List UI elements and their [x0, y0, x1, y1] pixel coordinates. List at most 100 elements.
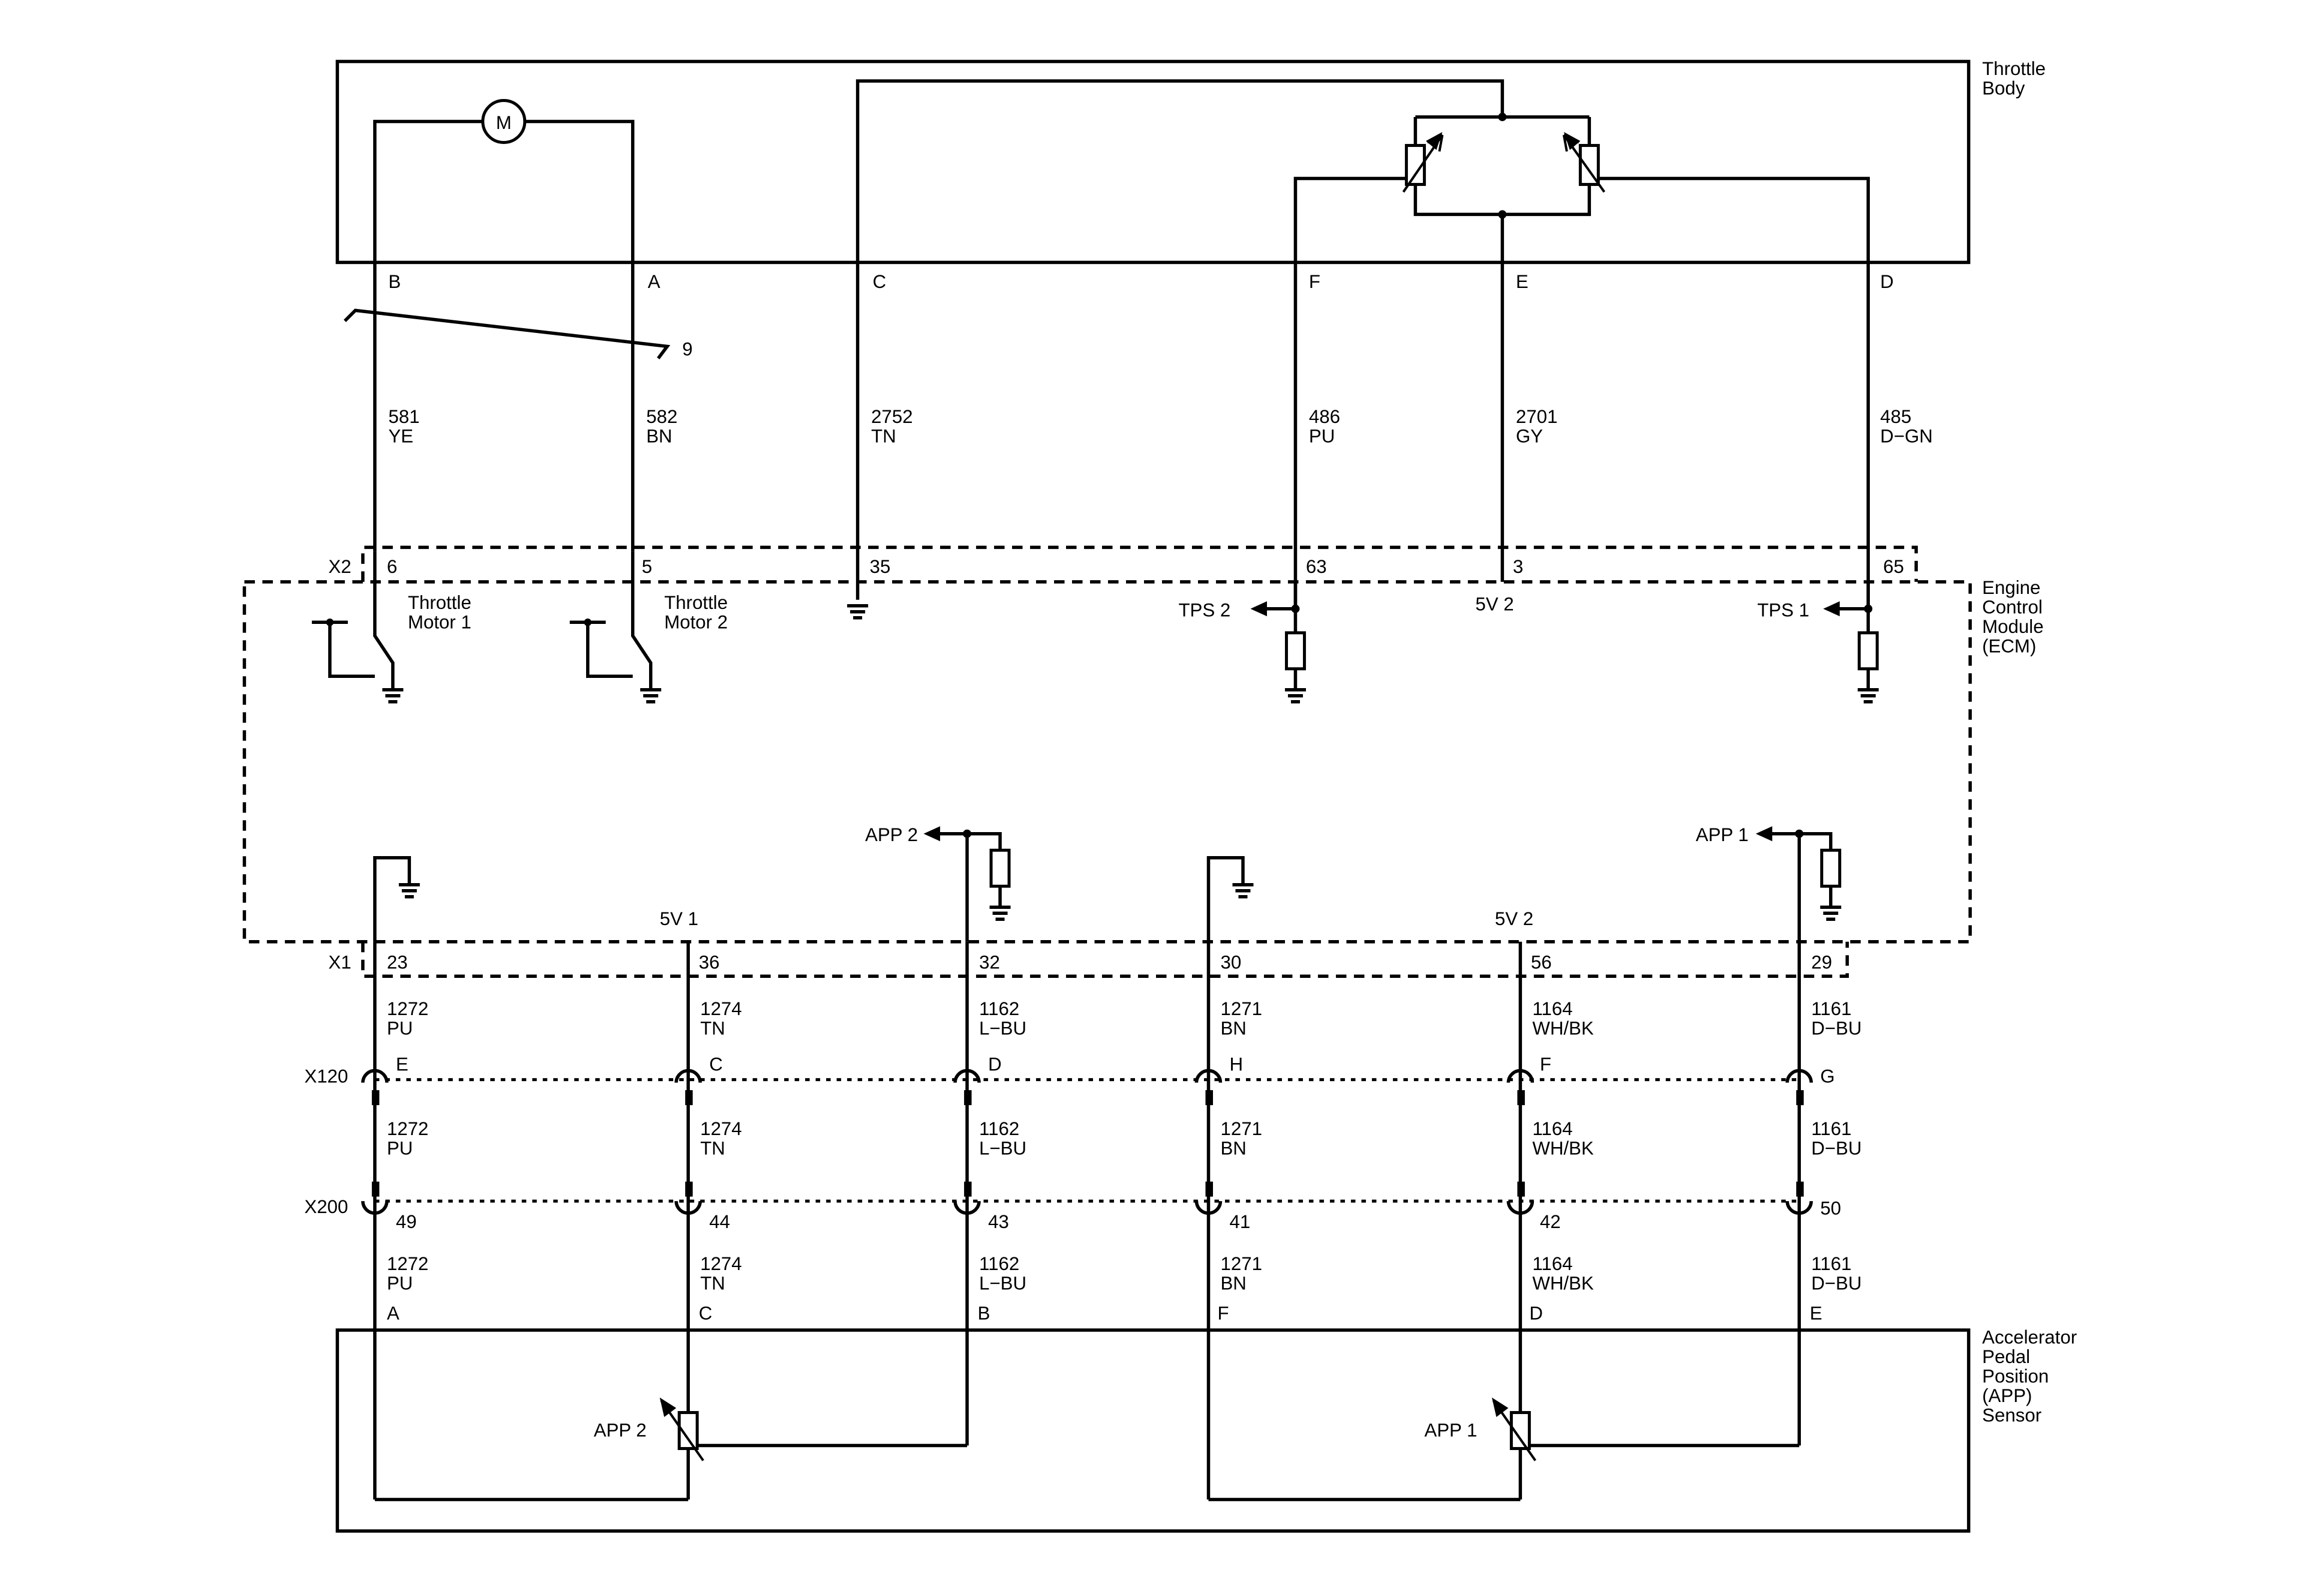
app-pin-c: C — [699, 1303, 713, 1324]
x200-pin-42: 42 — [1540, 1211, 1561, 1232]
tb-pin-d: D — [1880, 271, 1894, 292]
pin35-ground-icon — [847, 604, 869, 620]
twisted-pair-indicator — [343, 308, 671, 360]
x120-terminals — [361, 1068, 1813, 1106]
app1-ecm-label: APP 1 — [1696, 824, 1749, 845]
x2-pin-63: 63 — [1306, 556, 1327, 577]
x120-pin-h: H — [1229, 1054, 1243, 1075]
wire-1164-color-c: WH/BK — [1532, 1273, 1594, 1294]
wire-1162-circuit-c: 1162 — [979, 1253, 1019, 1274]
tps1-arrow-icon — [1823, 601, 1840, 617]
wire-1161-circuit-a: 1161 — [1811, 998, 1851, 1019]
wire-1161-color-c: D−BU — [1811, 1273, 1861, 1294]
app2-sensor-resistor — [677, 1411, 699, 1451]
wire-1162-color-a: L−BU — [979, 1018, 1026, 1039]
wire-1272-circuit-b: 1272 — [387, 1118, 428, 1139]
tb-pin-c: C — [873, 271, 887, 292]
app2-junction — [963, 829, 972, 838]
tps2-pulldown-resistor — [1284, 631, 1306, 671]
x200-pin-41: 41 — [1229, 1211, 1250, 1232]
app1-sensor-wiring — [1208, 1443, 1800, 1502]
x2-pin-35: 35 — [870, 556, 891, 577]
x120-pin-d: D — [988, 1054, 1002, 1075]
x120-pin-e: E — [396, 1054, 409, 1075]
wire-1272-color-c: PU — [387, 1273, 413, 1294]
wire-2752-color: TN — [871, 425, 896, 446]
motor2-ground-icon — [640, 688, 662, 704]
app1-sensor-label: APP 1 — [1424, 1420, 1477, 1441]
throttle-motor-label: M — [496, 112, 512, 133]
tps2-arrow-icon — [1250, 601, 1267, 617]
wire-486-circuit: 486 — [1309, 406, 1340, 427]
app2-input-circuit — [935, 831, 1002, 942]
wire-1271-circuit-b: 1271 — [1220, 1118, 1262, 1139]
wire-1274-circuit-c: 1274 — [700, 1253, 741, 1274]
motor2-label-line1: Throttle — [664, 592, 728, 613]
app-pin-f: F — [1217, 1303, 1229, 1324]
wire-1161-color-b: D−BU — [1811, 1138, 1861, 1159]
x1-pin-36: 36 — [699, 952, 720, 973]
app-pin-d: D — [1529, 1303, 1543, 1324]
x2-connector-outline — [361, 545, 1918, 582]
wire-1271-circuit-a: 1271 — [1220, 998, 1262, 1019]
wire-1164-circuit-b: 1164 — [1532, 1118, 1572, 1139]
app1-sensor-resistor — [1509, 1411, 1531, 1451]
wire-1271-circuit-c: 1271 — [1220, 1253, 1262, 1274]
throttle-motor-symbol — [481, 98, 527, 144]
tps2-ground-icon — [1284, 688, 1306, 704]
tps2-junction — [1291, 604, 1300, 613]
motor1-label-line1: Throttle — [408, 592, 472, 613]
wire-1164-color-a: WH/BK — [1532, 1018, 1594, 1039]
motor2-label-line2: Motor 2 — [664, 611, 728, 632]
motor2-switch-contact — [584, 619, 591, 626]
wire-1271-color-c: BN — [1220, 1273, 1246, 1294]
wire-1164-circuit-a: 1164 — [1532, 998, 1572, 1019]
x200-pin-44: 44 — [709, 1211, 730, 1232]
app2-pulldown-resistor — [989, 848, 1011, 888]
app2-sensor-label: APP 2 — [594, 1420, 647, 1441]
x200-pin-50: 50 — [1820, 1198, 1841, 1219]
app-sensor-label-line4: (APP) — [1982, 1385, 2032, 1406]
x2-pin-3: 3 — [1513, 556, 1523, 577]
x120-label: X120 — [304, 1066, 348, 1087]
x200-label: X200 — [304, 1196, 348, 1217]
wire-1162-color-c: L−BU — [979, 1273, 1026, 1294]
wire-1161-color-a: D−BU — [1811, 1018, 1861, 1039]
throttle-body-box — [335, 59, 1971, 265]
tps1-arrow-head — [1563, 131, 1581, 150]
motor2-driver-switch — [569, 551, 653, 690]
app-sensor-label-line2: Pedal — [1982, 1346, 2030, 1367]
throttle-body-label-line1: Throttle — [1982, 58, 2046, 79]
x1-pin-23: 23 — [387, 952, 408, 973]
wire-581-circuit: 581 — [388, 406, 419, 427]
x120-pin-f: F — [1540, 1054, 1551, 1075]
app1-input-circuit — [1767, 831, 1833, 942]
app2-sensor-arrow-head — [659, 1397, 677, 1418]
wire-485-circuit: 485 — [1880, 406, 1911, 427]
x200-terminals — [361, 1181, 1813, 1215]
app2-ground-icon — [989, 905, 1011, 921]
pin23-ground-icon — [398, 882, 420, 899]
wire-2701-circuit: 2701 — [1516, 406, 1557, 427]
app1-sensor-arrow-head — [1491, 1397, 1509, 1418]
app2-arrow-icon — [923, 826, 941, 842]
ecm-label-line3: Module — [1982, 616, 2043, 637]
wire-1162-color-b: L−BU — [979, 1138, 1026, 1159]
wire-1164-circuit-c: 1164 — [1532, 1253, 1572, 1274]
wire-1162-circuit-b: 1162 — [979, 1118, 1019, 1139]
tps1-junction — [1864, 604, 1873, 613]
app1-arrow-icon — [1755, 826, 1773, 842]
wire-582-color: BN — [646, 425, 672, 446]
pin23-ground-wiring — [373, 855, 412, 942]
tps-junction-bottom — [1498, 210, 1507, 219]
tps1-ground-icon — [1857, 688, 1879, 704]
app-pin-e: E — [1810, 1303, 1822, 1324]
x200-pin-49: 49 — [396, 1211, 417, 1232]
lower-5v1-label: 5V 1 — [660, 908, 698, 929]
app1-pulldown-resistor — [1820, 848, 1842, 888]
motor1-label-line2: Motor 1 — [408, 611, 472, 632]
wire-486-color: PU — [1309, 425, 1335, 446]
wire-581-color: YE — [388, 425, 413, 446]
wire-1274-color-a: TN — [700, 1018, 725, 1039]
